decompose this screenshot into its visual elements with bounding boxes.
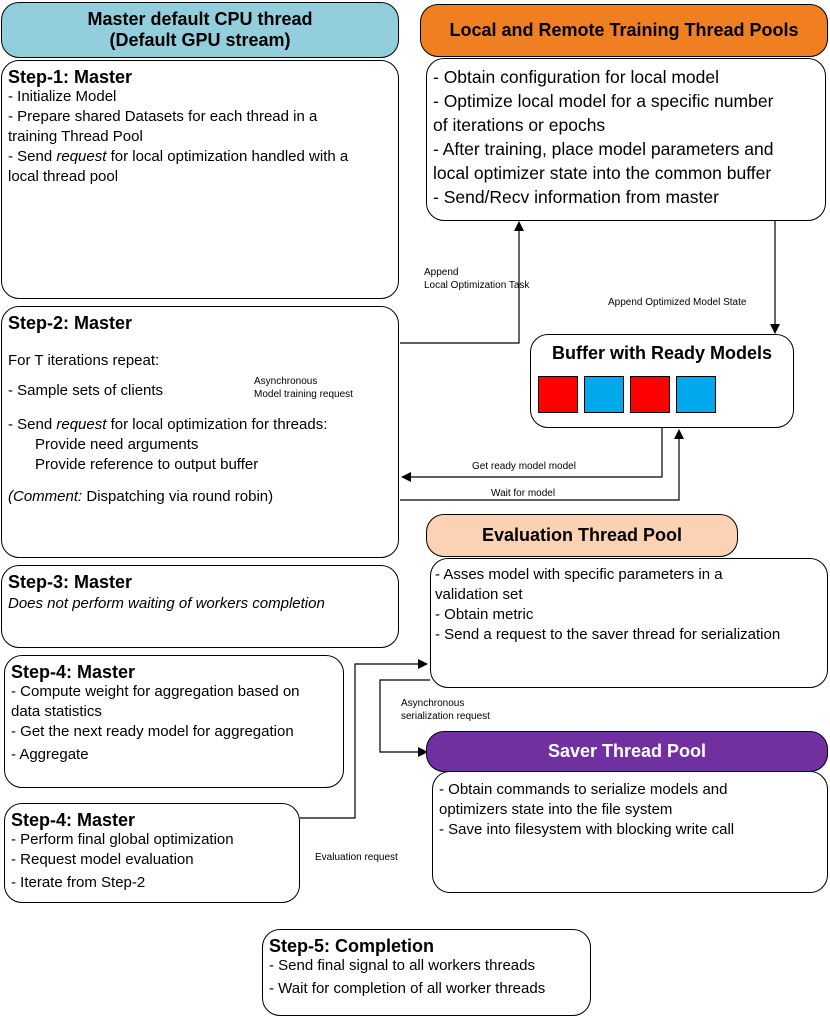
step2-repeat: For T iterations repeat: [8, 352, 160, 369]
async-train-label-1: Asynchronous [254, 376, 318, 387]
step4b-title: Step-4: Master [11, 810, 136, 830]
step1-request-word: request [56, 148, 107, 165]
saver-pool-line: - Save into filesystem with blocking wri… [439, 821, 735, 838]
step4-final-box: Step-4: Master - Perform final global op… [4, 803, 300, 903]
training-pool-line: - Obtain configuration for local model [433, 67, 719, 87]
append-task-arrow [400, 221, 524, 344]
saver-pool-header: Saver Thread Pool [426, 731, 828, 772]
buffer-slot [676, 376, 716, 413]
async-train-label-2: Model training request [254, 389, 353, 400]
step3-title: Step-3: Master [8, 572, 133, 592]
step4a-line: - Compute weight for aggregation based o… [11, 683, 300, 700]
wait-model-arrow [400, 429, 684, 501]
step4a-line: data statistics [11, 703, 102, 720]
step4a-line: - Get the next ready model for aggregati… [11, 723, 294, 740]
append-state-label: Append Optimized Model State [608, 297, 747, 308]
eval-pool-box: - Asses model with specific parameters i… [430, 558, 828, 688]
step2-arg1: Provide need arguments [35, 436, 199, 453]
eval-request-arrow [300, 659, 428, 819]
eval-pool-line: - Obtain metric [435, 606, 534, 623]
step3-text: Does not perform waiting of workers comp… [8, 595, 325, 612]
step2-arg2: Provide reference to output buffer [35, 456, 259, 473]
step2-send: - Send request for local optimization fo… [8, 415, 392, 435]
buffer-title: Buffer with Ready Models [551, 343, 773, 363]
append-task-label-2: Local Optimization Task [424, 280, 530, 291]
step2-title: Step-2: Master [8, 313, 133, 333]
saver-pool-box: - Obtain commands to serialize models an… [432, 771, 828, 893]
step1-send-prefix: - Send [8, 148, 57, 165]
step1-send-suffix: for local optimization handled with a [106, 148, 349, 165]
master-header-line1: Master default CPU thread [87, 9, 313, 29]
async-ser-label-1: Asynchronous [401, 698, 465, 709]
step2-comment-label: (Comment: [8, 488, 83, 505]
step4b-line: - Iterate from Step-2 [11, 874, 146, 891]
eval-pool-line: - Send a request to the saver thread for… [435, 626, 781, 643]
step5-box: Step-5: Completion - Send final signal t… [262, 929, 591, 1016]
eval-pool-line: validation set [435, 586, 523, 603]
append-task-label-1: Append [424, 267, 459, 278]
step1-line: - Prepare shared Datasets for each threa… [8, 108, 318, 125]
step2-box: Step-2: Master For T iterations repeat: … [1, 306, 399, 558]
eval-pool-line: - Asses model with specific parameters i… [435, 566, 723, 583]
step1-line: local thread pool [8, 168, 119, 185]
step2-request-word: request [56, 416, 107, 433]
training-pool-header: Local and Remote Training Thread Pools [420, 4, 828, 57]
step3-box: Step-3: Master Does not perform waiting … [1, 565, 399, 648]
step4a-line: - Aggregate [11, 746, 89, 763]
step1-line: training Thread Pool [8, 128, 143, 145]
training-pool-line: local optimizer state into the common bu… [433, 163, 772, 183]
step1-title: Step-1: Master [8, 67, 133, 87]
training-pool-box: - Obtain configuration for local model -… [426, 58, 826, 221]
step4b-line: - Perform final global optimization [11, 831, 234, 848]
step2-comment-text: Dispatching via round robin) [82, 488, 274, 505]
step2-send-suffix: for local optimization for threads: [106, 416, 328, 433]
training-pool-line: - Send/Recv information from master [433, 187, 719, 207]
step5-line: - Send final signal to all workers threa… [269, 957, 535, 974]
step2-comment: (Comment: Dispatching via round robin) [8, 487, 392, 507]
master-header-line2: (Default GPU stream) [109, 30, 291, 50]
saver-pool-line: optimizers state into the file system [439, 801, 673, 818]
buffer-slot [630, 376, 670, 413]
step5-title: Step-5: Completion [269, 936, 434, 956]
eval-request-label: Evaluation request [315, 852, 398, 863]
get-ready-arrow [401, 428, 663, 482]
step5-line: - Wait for completion of all worker thre… [269, 980, 546, 997]
master-thread-header: Master default CPU thread (Default GPU s… [1, 2, 399, 58]
step2-sample: - Sample sets of clients [8, 382, 164, 399]
async-ser-label-2: serialization request [401, 711, 490, 722]
step4a-title: Step-4: Master [11, 662, 136, 682]
saver-pool-line: - Obtain commands to serialize models an… [439, 781, 728, 798]
step2-send-prefix: - Send [8, 416, 57, 433]
buffer-slot [584, 376, 624, 413]
serialization-arrow [379, 679, 430, 757]
eval-pool-header: Evaluation Thread Pool [426, 514, 738, 557]
step4-aggregation-box: Step-4: Master - Compute weight for aggr… [4, 655, 344, 788]
step1-box: Step-1: Master - Initialize Model - Prep… [1, 60, 399, 299]
training-pool-line: - After training, place model parameters… [433, 139, 774, 159]
get-ready-label: Get ready model model [472, 461, 576, 472]
training-pool-line: of iterations or epochs [433, 115, 606, 135]
step1-line: - Send request for local optimization ha… [8, 147, 392, 167]
step4b-line: - Request model evaluation [11, 851, 194, 868]
buffer-slot [538, 376, 578, 413]
wait-model-label: Wait for model [491, 488, 556, 499]
step1-line: - Initialize Model [8, 88, 117, 105]
training-pool-line: - Optimize local model for a specific nu… [433, 91, 774, 111]
